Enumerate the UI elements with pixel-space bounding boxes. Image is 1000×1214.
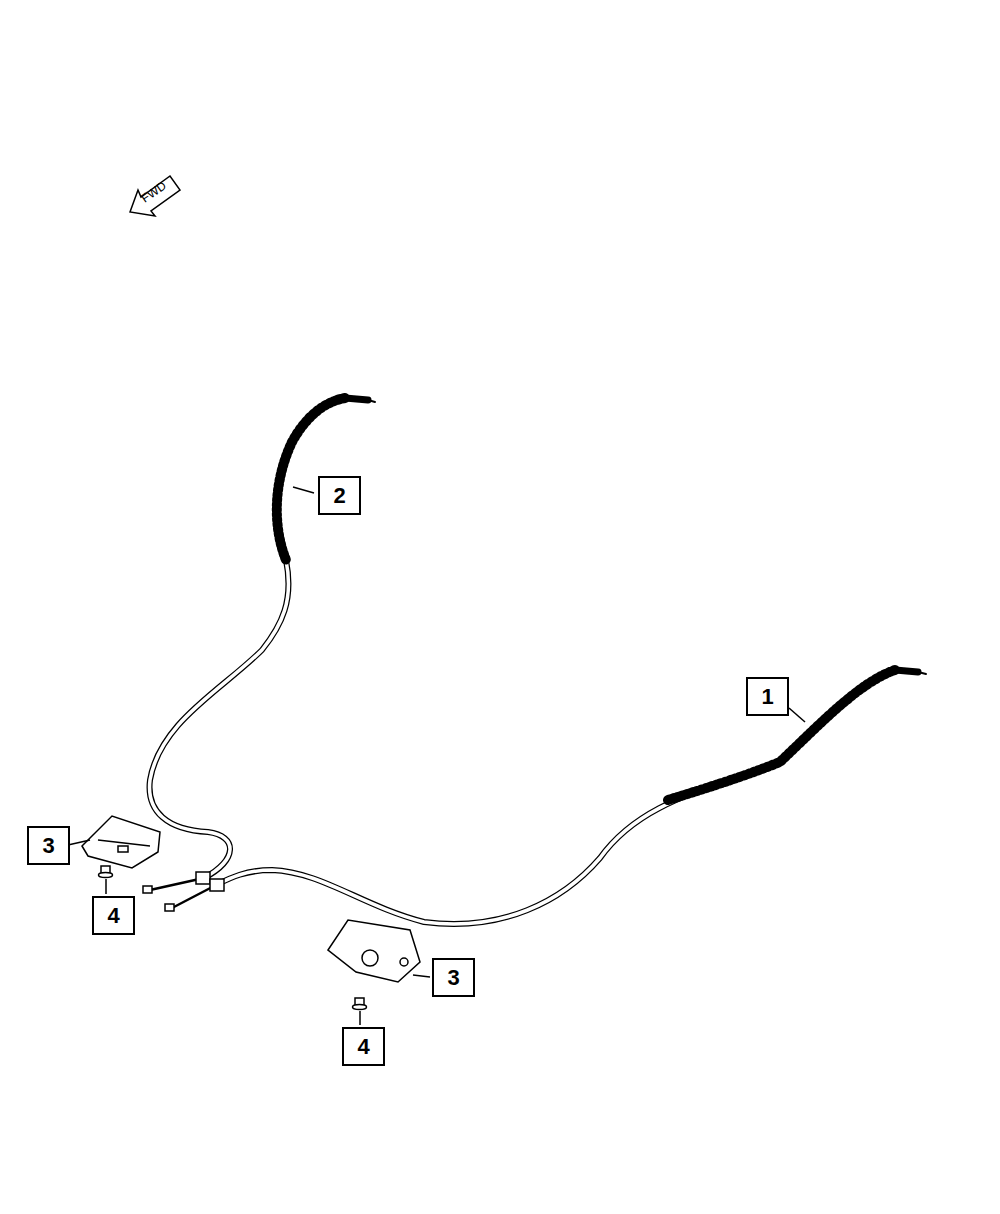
cable-bracket-right [328,920,420,982]
fastener [99,866,367,1010]
callout-number: 1 [746,677,789,716]
cable-2 [143,398,375,893]
callout-number: 4 [92,896,135,935]
cable-1 [165,670,926,924]
callout-number: 3 [27,826,70,865]
callout-number: 4 [342,1027,385,1066]
forward-arrow [130,176,180,216]
cable-bracket-left [82,816,160,868]
leader-lines [68,487,805,1025]
callout-number: 2 [318,476,361,515]
callout-number: 3 [432,958,475,997]
